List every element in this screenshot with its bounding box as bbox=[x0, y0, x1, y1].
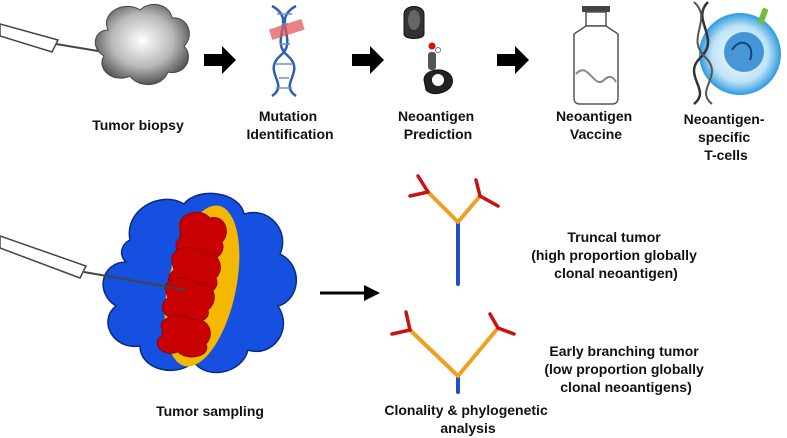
branching-tumor-label: Early branching tumor (low proportion gl… bbox=[544, 343, 707, 395]
step5-label: Neoantigen- specific T-cells bbox=[684, 111, 769, 163]
sampling-needle-icon bbox=[0, 235, 187, 291]
truncal-tree-diagram bbox=[408, 174, 500, 286]
pipeline-arrow-1 bbox=[204, 46, 236, 74]
vaccine-vial-icon bbox=[573, 6, 619, 105]
t-cell-icon bbox=[692, 1, 781, 105]
branching-tree-diagram bbox=[390, 310, 516, 394]
pipeline-arrow-3 bbox=[497, 46, 529, 74]
step3-label: Neoantigen Prediction bbox=[398, 108, 478, 142]
biopsy-tumor-icon bbox=[94, 3, 190, 85]
truncal-tumor-label: Truncal tumor (high proportion globally … bbox=[531, 229, 701, 281]
step2-label: Mutation Identification bbox=[246, 108, 333, 142]
pipeline-arrow-2 bbox=[352, 46, 384, 74]
step1-label: Tumor biopsy bbox=[92, 117, 184, 133]
tumor-sampling-label: Tumor sampling bbox=[156, 403, 264, 419]
mhc-peptide-icon bbox=[403, 6, 453, 94]
tumor-mass-icon bbox=[102, 192, 297, 374]
dna-mutation-icon bbox=[268, 4, 305, 98]
clonality-analysis-label: Clonality & phylogenetic analysis bbox=[384, 402, 551, 436]
step4-label: Neoantigen Vaccine bbox=[556, 108, 636, 142]
analysis-arrow bbox=[320, 285, 380, 301]
